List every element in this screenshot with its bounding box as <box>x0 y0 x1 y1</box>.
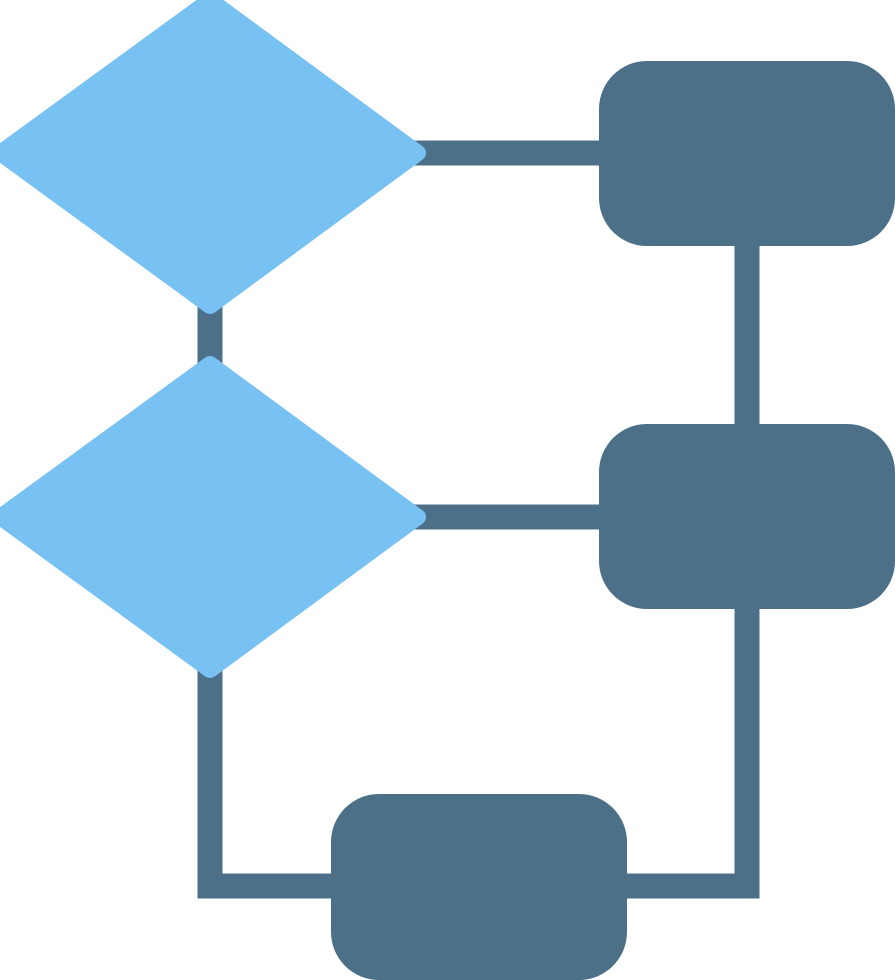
connector-process-2-to-process-3 <box>607 592 760 899</box>
decision-diamond-1 <box>0 0 426 314</box>
connectors <box>197 140 760 899</box>
process-box-1 <box>599 61 895 246</box>
process-nodes <box>331 61 895 980</box>
connector-decision-2-to-process-3 <box>197 652 348 899</box>
process-box-2 <box>599 424 895 609</box>
decision-diamond-2 <box>0 356 426 678</box>
process-box-3 <box>331 794 627 980</box>
decision-nodes <box>0 0 426 678</box>
